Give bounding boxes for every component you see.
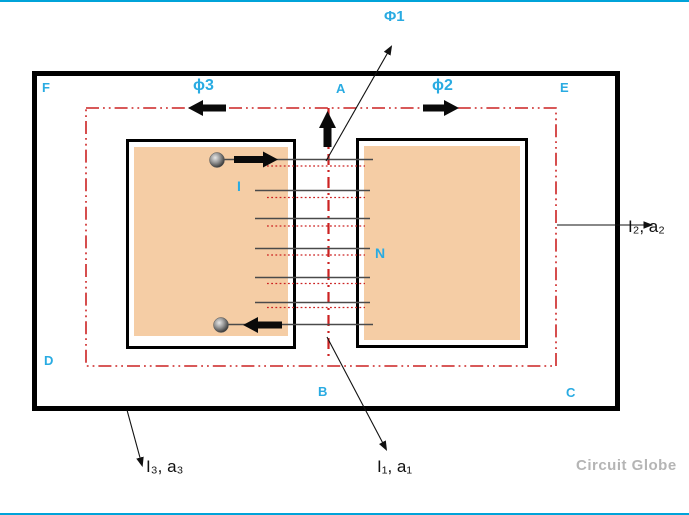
page-bottom-edge-line — [0, 513, 689, 515]
flux1-label: Φ1 — [384, 8, 405, 25]
corner-label-b: B — [318, 384, 328, 399]
winding-turns-label: N — [375, 245, 386, 261]
window-fill-left — [134, 147, 288, 336]
window-fill-right — [364, 146, 520, 340]
corner-label-a: A — [336, 81, 346, 96]
core-window-right — [356, 138, 528, 348]
corner-label-e: E — [560, 80, 569, 95]
terminal-label-i3: I₃, a₃ — [146, 457, 184, 476]
flux3-label: ϕ3 — [193, 77, 214, 94]
corner-label-d: D — [44, 353, 54, 368]
page-top-edge-line — [0, 0, 689, 2]
winding-current-label: I — [237, 178, 241, 194]
terminal-label-i1: I₁, a₁ — [377, 457, 413, 476]
core-window-left — [126, 139, 296, 349]
corner-label-c: C — [566, 385, 576, 400]
i3-annotation-arrow — [126, 409, 144, 468]
flux2-label: ϕ2 — [432, 77, 453, 94]
watermark-logo: Circuit Globe — [576, 457, 677, 474]
corner-label-f: F — [42, 80, 50, 95]
core-outline — [32, 71, 620, 411]
terminal-label-i2: I₂, a₂ — [628, 217, 665, 236]
